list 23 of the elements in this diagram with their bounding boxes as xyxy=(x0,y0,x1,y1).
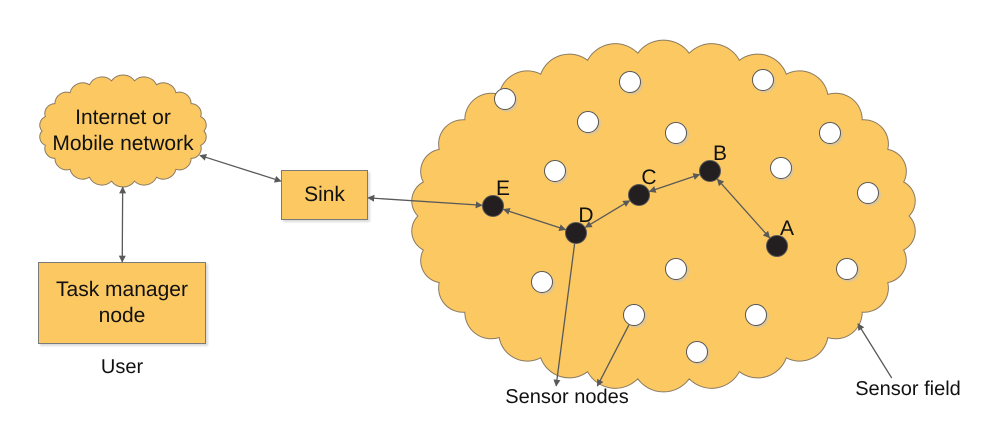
arrow xyxy=(553,244,576,387)
double-arrow xyxy=(584,200,630,228)
sensor-node-circle xyxy=(494,88,516,110)
annotation-text: Sensor field xyxy=(843,378,973,404)
node-label: Sink xyxy=(304,182,345,208)
double-arrow xyxy=(199,154,282,183)
node-label: Task manager node xyxy=(55,276,189,329)
double-arrow xyxy=(648,173,700,193)
double-arrow xyxy=(716,178,770,238)
node-label: D xyxy=(578,204,594,227)
node-label: C xyxy=(641,166,657,189)
node-label: E xyxy=(496,177,510,200)
double-arrow xyxy=(502,208,566,231)
node-label: A xyxy=(780,217,794,240)
annotation-text: Sensor nodes xyxy=(497,386,637,426)
node-label: B xyxy=(712,142,727,165)
double-arrow xyxy=(367,194,483,208)
double-arrow xyxy=(118,186,126,263)
process-box xyxy=(281,170,368,220)
node-caption: User xyxy=(100,355,144,380)
arrow xyxy=(857,323,892,378)
arrow xyxy=(596,324,630,387)
node-label: Internet or Mobile network xyxy=(51,104,195,157)
